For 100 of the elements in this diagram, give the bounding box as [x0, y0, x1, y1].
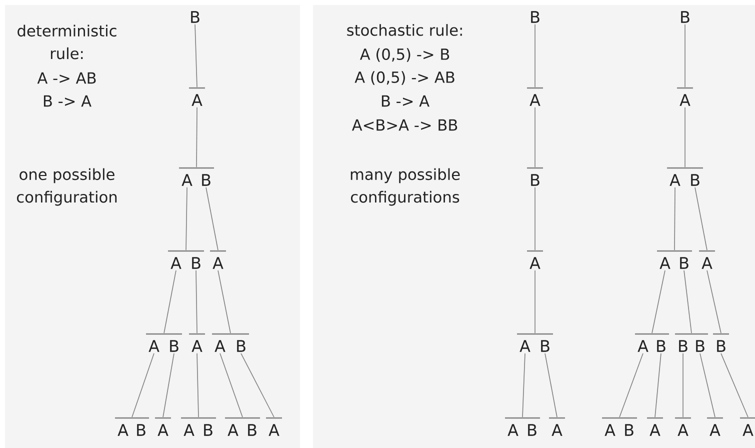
derivation-line	[652, 270, 666, 334]
symbol-letter: A	[678, 424, 688, 436]
symbol-letter: A	[742, 424, 754, 436]
overline-bar	[168, 250, 204, 252]
derivation-line	[196, 353, 199, 418]
derivation-line	[684, 24, 686, 88]
symbol-letter: B	[691, 174, 700, 186]
symbol-letter: A	[212, 257, 224, 269]
derivation-line	[534, 24, 536, 88]
derivation-line	[206, 187, 218, 251]
symbol-letter: A	[530, 257, 540, 269]
derivation-line	[196, 270, 198, 334]
symbol-letter: B	[625, 424, 634, 436]
derivation-line	[684, 107, 686, 168]
symbol-letter: B	[681, 11, 690, 23]
symbol-letter: A	[702, 257, 712, 269]
symbol-letter: A	[508, 424, 518, 436]
symbol-letter: B	[696, 340, 704, 352]
derivation-line	[544, 353, 558, 418]
derivation-line	[164, 270, 176, 334]
overline-bar	[527, 250, 543, 252]
symbol-letter: A	[670, 174, 680, 186]
derivation-line	[162, 353, 174, 418]
overline-bar	[527, 87, 543, 89]
overline-bar	[740, 417, 755, 419]
derivation-line	[619, 353, 644, 418]
symbol-letter: A	[520, 340, 530, 352]
derivation-line	[218, 270, 231, 334]
overline-bar	[675, 417, 691, 419]
rule-text: A<B>A -> BB	[352, 119, 458, 131]
derivation-line	[240, 353, 274, 418]
overline-bar	[189, 333, 205, 335]
derivation-line	[534, 187, 536, 251]
overline-bar	[602, 417, 637, 419]
symbol-letter: A	[638, 340, 648, 352]
overline-bar	[699, 250, 715, 252]
rule-text: B -> A	[44, 95, 92, 107]
overline-bar	[527, 167, 543, 169]
symbol-letter: A	[552, 424, 562, 436]
symbol-letter: A	[214, 340, 226, 352]
rule-text: A -> AB	[37, 72, 96, 84]
derivation-line	[220, 353, 243, 418]
derivation-line	[674, 187, 676, 251]
symbol-letter: A	[184, 424, 194, 436]
overline-bar	[210, 250, 226, 252]
overline-bar	[517, 333, 553, 335]
overline-bar	[713, 333, 729, 335]
symbol-letter: A	[158, 424, 168, 436]
derivation-line	[720, 353, 748, 418]
symbol-letter: A	[604, 424, 616, 436]
rule-text: many possible configurations	[350, 168, 460, 206]
overline-bar	[647, 417, 663, 419]
rule-text: A (0,5) -> B	[360, 48, 450, 62]
symbol-letter: B	[202, 174, 210, 186]
overline-bar	[225, 417, 260, 419]
symbol-letter: B	[541, 340, 550, 352]
derivation-line	[706, 270, 722, 334]
overline-bar	[189, 87, 205, 89]
overline-bar	[667, 167, 703, 169]
overline-bar	[707, 417, 723, 419]
symbol-letter: A	[710, 424, 720, 436]
symbol-letter: A	[680, 94, 690, 106]
derivation-line	[186, 187, 188, 251]
overline-bar	[266, 417, 282, 419]
derivation-line	[196, 107, 198, 168]
symbol-letter: A	[650, 424, 660, 436]
rule-text: A (0,5) -> AB	[354, 71, 454, 85]
overline-bar	[146, 333, 182, 335]
symbol-letter: A	[660, 257, 670, 269]
symbol-letter: A	[118, 424, 128, 436]
overline-bar	[657, 250, 692, 252]
overline-bar	[179, 167, 214, 169]
derivation-line	[132, 353, 154, 418]
symbol-letter: B	[191, 11, 200, 23]
overline-bar	[115, 417, 149, 419]
derivation-line	[534, 270, 536, 334]
symbol-letter: B	[170, 340, 178, 352]
derivation-line	[194, 24, 198, 88]
symbol-letter: B	[717, 340, 726, 352]
derivation-line	[700, 353, 716, 418]
overline-bar	[677, 87, 693, 89]
symbol-letter: A	[268, 424, 280, 436]
symbol-letter: B	[248, 424, 256, 436]
derivation-line	[534, 107, 536, 168]
overline-bar	[675, 333, 708, 335]
rule-text: B -> A	[382, 95, 430, 107]
symbol-letter: B	[237, 340, 246, 352]
symbol-letter: B	[531, 11, 540, 23]
symbol-letter: A	[192, 94, 202, 106]
derivation-line	[684, 270, 692, 334]
symbol-letter: A	[228, 424, 238, 436]
overline-bar	[181, 417, 216, 419]
overline-bar	[505, 417, 540, 419]
symbol-letter: B	[204, 424, 212, 436]
overline-bar	[212, 333, 249, 335]
derivation-line	[682, 353, 684, 418]
symbol-letter: A	[530, 94, 540, 106]
symbol-letter: B	[137, 424, 146, 436]
symbol-letter: B	[192, 257, 200, 269]
rule-text: deterministic rule:	[18, 24, 116, 60]
